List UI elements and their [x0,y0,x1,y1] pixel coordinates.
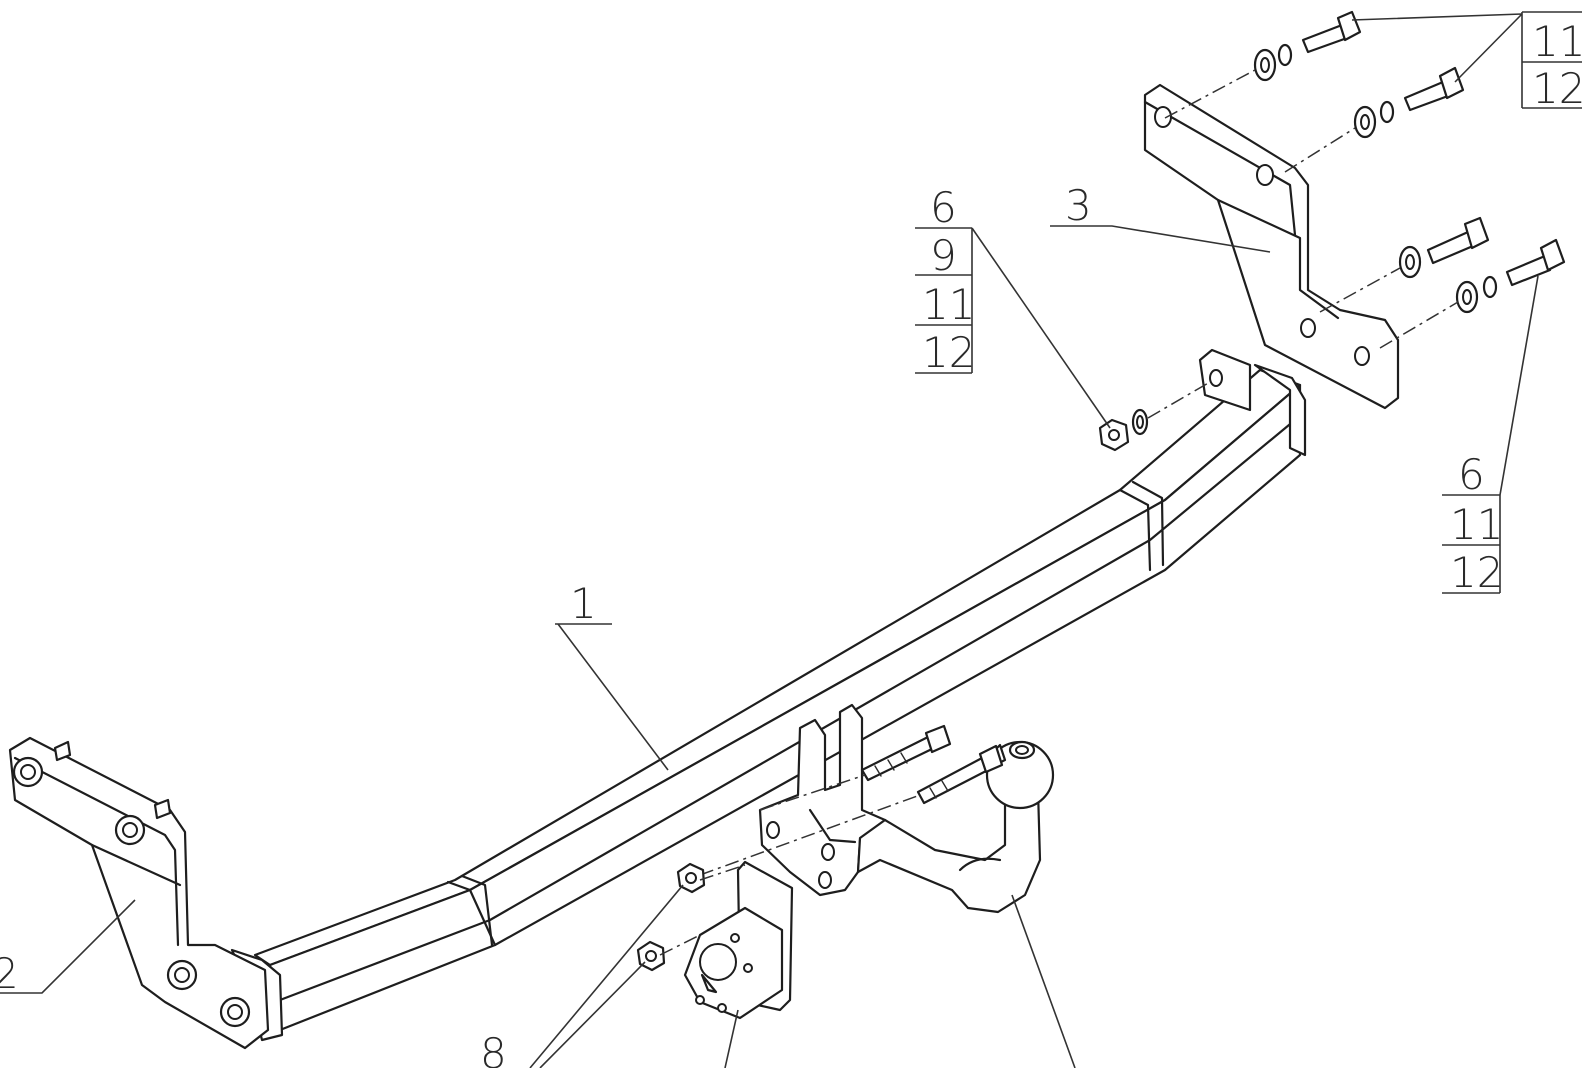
label-upper-11: 11 [922,280,975,329]
label-upper-6: 6 [930,183,957,232]
tow-ball [985,740,1055,810]
hitch-mount [758,703,1055,914]
label-part-8: 8 [480,1029,507,1068]
right-bracket [1143,83,1400,412]
nut-6 [1098,418,1130,452]
bracket-bolt-1 [12,756,44,788]
top-bolt-1 [1253,10,1362,82]
left-bracket [8,736,270,1050]
label-part-3: 3 [1065,181,1092,230]
callout-leaders [0,11,1582,1068]
label-right-11: 11 [1450,500,1503,549]
label-part-2: 2 [0,949,19,998]
socket-nut-1 [676,862,706,894]
washer-nut-6 [1131,408,1149,436]
mid-bolt-3 [1398,216,1490,279]
hitch-bolt-1 [860,724,952,782]
top-bolt-2 [1353,66,1465,139]
socket-plate [683,860,794,1020]
label-top-12: 12 [1532,64,1582,113]
bracket-bolt-3 [166,959,198,991]
label-top-11: 11 [1532,17,1582,66]
callout-labels: 1 2 3 6 9 11 12 6 11 12 11 12 8 [0,17,1582,1068]
label-right-6: 6 [1458,450,1485,499]
label-part-1: 1 [570,579,597,628]
label-upper-12: 12 [922,328,975,377]
label-right-12: 12 [1450,548,1503,597]
hitch-bolt-2 [916,744,1004,805]
bracket-bolt-2 [114,814,146,846]
label-upper-9: 9 [930,231,957,280]
low-bolt-4 [1455,238,1566,314]
bracket-bolt-4 [219,996,251,1028]
